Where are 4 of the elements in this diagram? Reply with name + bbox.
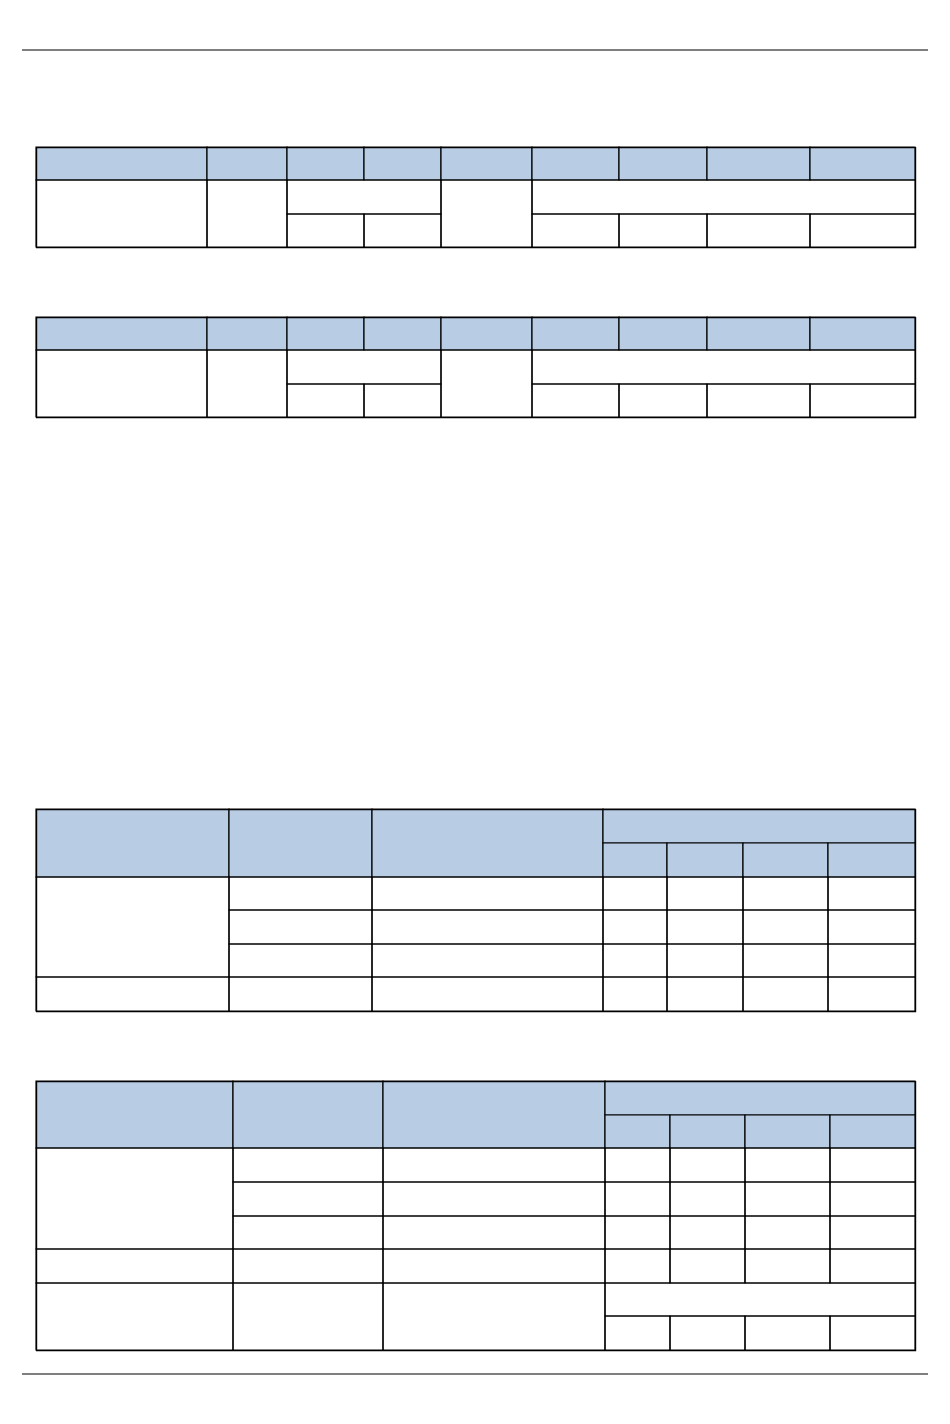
- table-drawing: [35, 146, 917, 249]
- table-drawing: [35, 316, 917, 419]
- table-drawing: [35, 808, 917, 1013]
- table-drawing: [35, 1080, 917, 1352]
